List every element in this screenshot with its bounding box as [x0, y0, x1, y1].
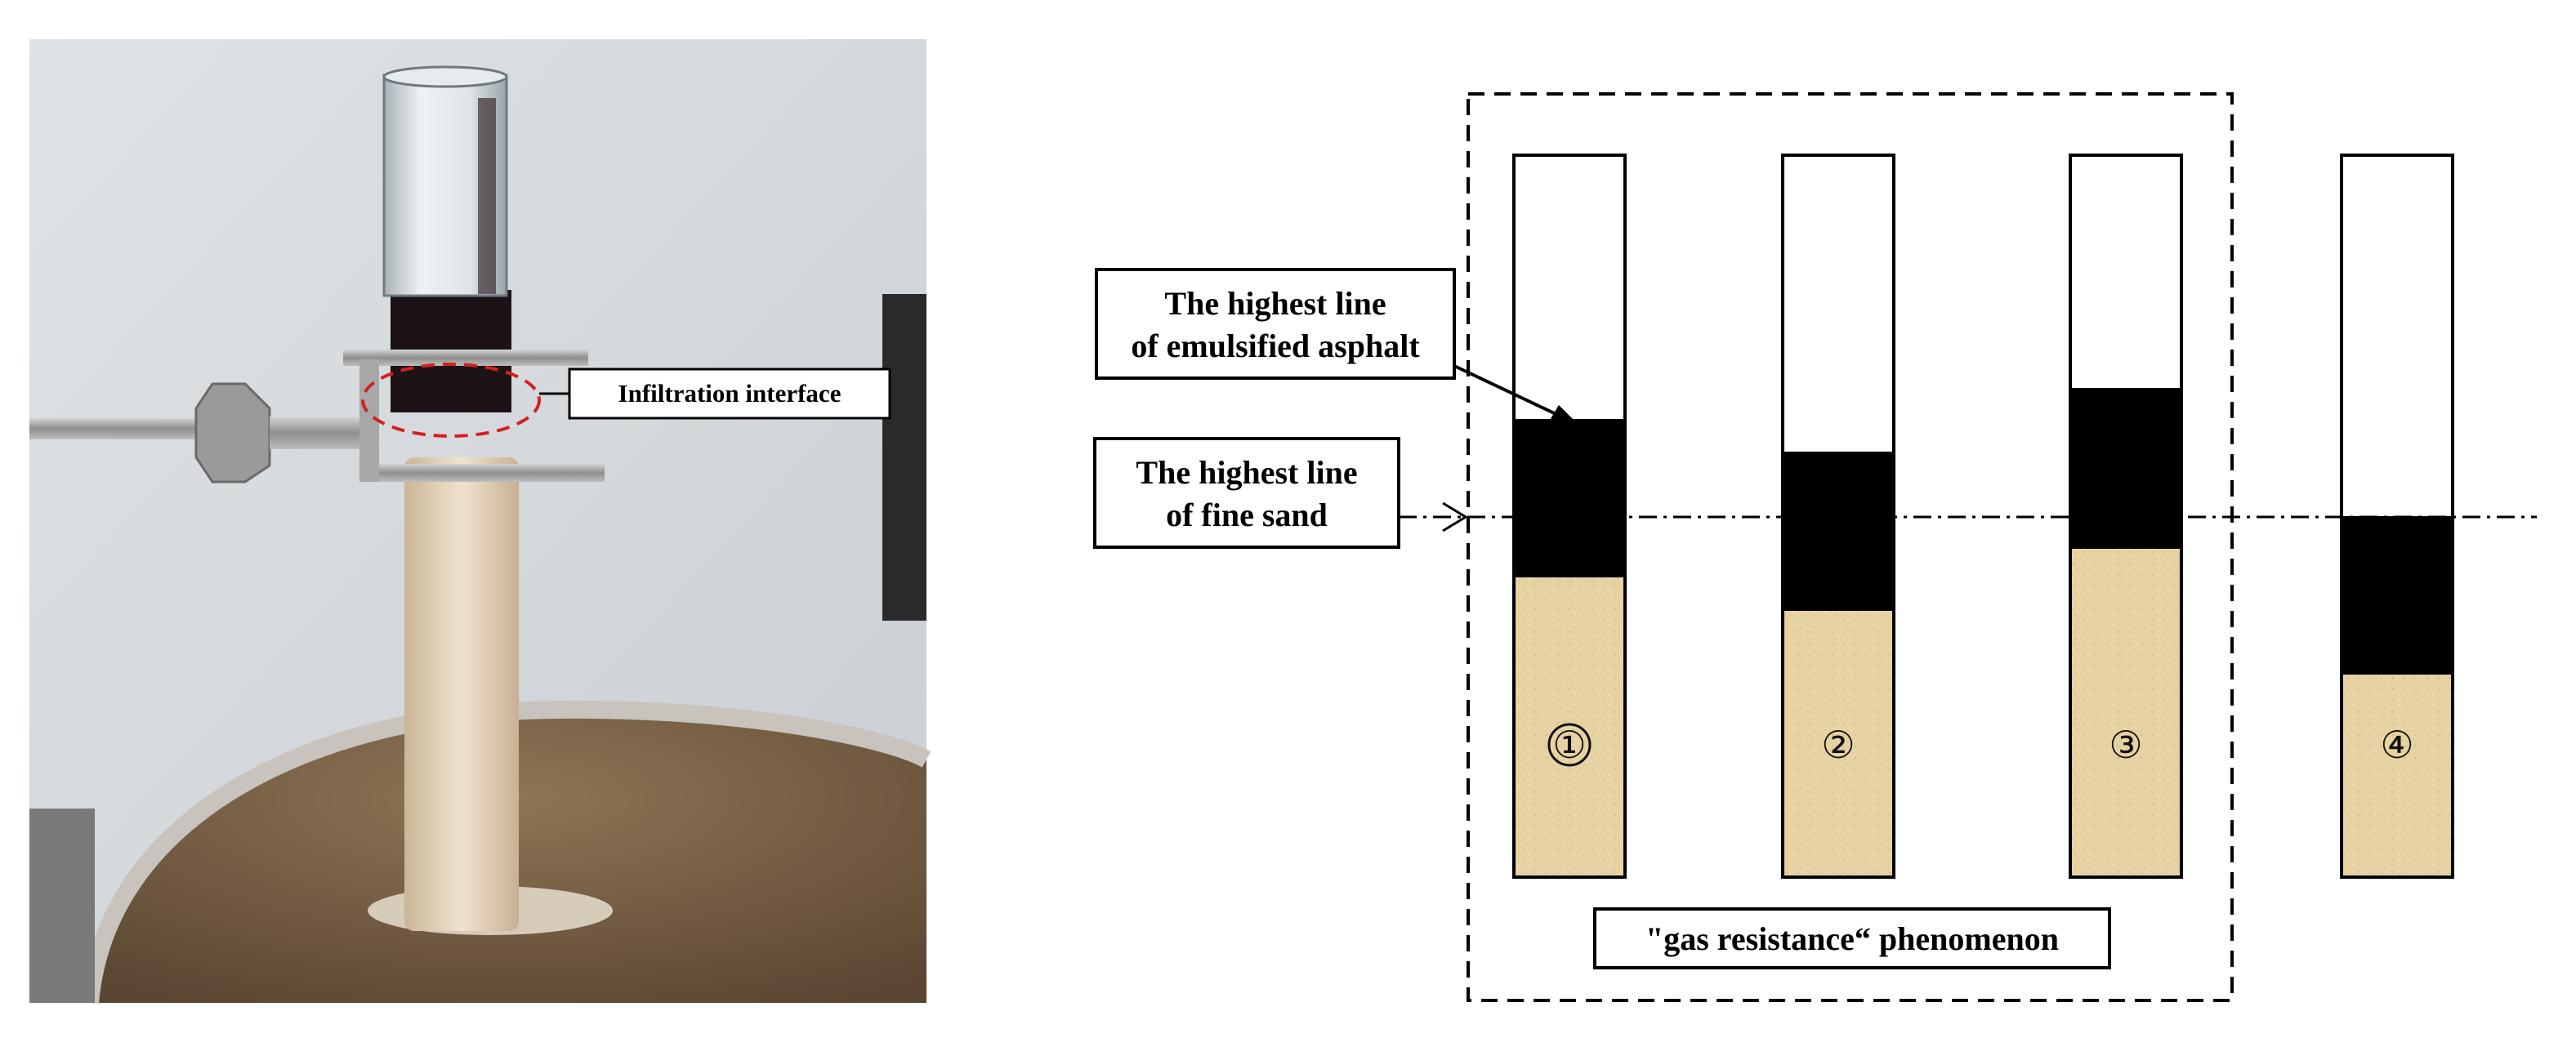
tube-3-marker: ③	[2109, 723, 2142, 767]
tube-2-marker: ②	[1821, 723, 1855, 767]
tube-1-marker-ring	[1547, 723, 1592, 767]
asphalt-line-label-line1: The highest line	[1164, 285, 1386, 322]
tube-1-sand	[1514, 577, 1625, 877]
tube-3: ③	[2069, 154, 2183, 879]
tube-4-marker: ④	[2380, 723, 2413, 767]
apparatus-photo: Infiltration interface	[29, 39, 931, 1004]
photo-dark-edge	[882, 294, 926, 621]
tube-4-asphalt	[2342, 516, 2453, 675]
phenomenon-label-box	[1593, 907, 2111, 969]
tube-1-marker: ①	[1552, 723, 1586, 767]
tube-3-sand	[2070, 549, 2181, 877]
sand-line-label-line1: The highest line	[1136, 454, 1357, 491]
tube-3-asphalt	[2070, 388, 2181, 549]
tube-1-asphalt	[1514, 419, 1625, 577]
tube-2-sand	[1783, 611, 1894, 877]
asphalt-line-label-line2: of emulsified asphalt	[1131, 327, 1420, 364]
sand-column	[404, 457, 519, 931]
tube-2: ②	[1781, 154, 1895, 879]
asphalt-line-arrowhead	[1549, 405, 1577, 423]
phenomenon-label-text: "gas resistance“ phenomenon	[1645, 920, 2059, 957]
glass-inner-dark	[478, 98, 496, 294]
sand-line-arrowhead	[1442, 501, 1468, 532]
asphalt-line-arrow	[1453, 364, 1565, 420]
tube-2-asphalt	[1783, 452, 1894, 611]
clamp-jaw-bottom	[359, 464, 605, 482]
glass-tube-rim	[382, 65, 508, 88]
asphalt-line-label-box	[1095, 268, 1456, 380]
photo-left-object	[29, 809, 95, 1003]
clamp-knob	[194, 382, 271, 483]
infiltration-callout-text: Infiltration interface	[618, 379, 842, 408]
tube-1: ①	[1512, 154, 1627, 879]
gas-resistance-group-border	[1467, 92, 2234, 1002]
sand-line-label-line2: of fine sand	[1166, 497, 1328, 533]
tube-4: ④	[2340, 154, 2454, 879]
clamp-arm	[270, 417, 368, 449]
clamp-jaw-top	[343, 350, 588, 366]
infiltration-interface-marker	[361, 363, 541, 438]
schematic-diagram: ① ② ③ ④ The highest line of emulsified a…	[1093, 92, 2537, 1002]
sand-line-label-box	[1093, 437, 1400, 549]
infiltration-callout-box	[568, 368, 891, 420]
tube-4-sand	[2342, 675, 2453, 877]
